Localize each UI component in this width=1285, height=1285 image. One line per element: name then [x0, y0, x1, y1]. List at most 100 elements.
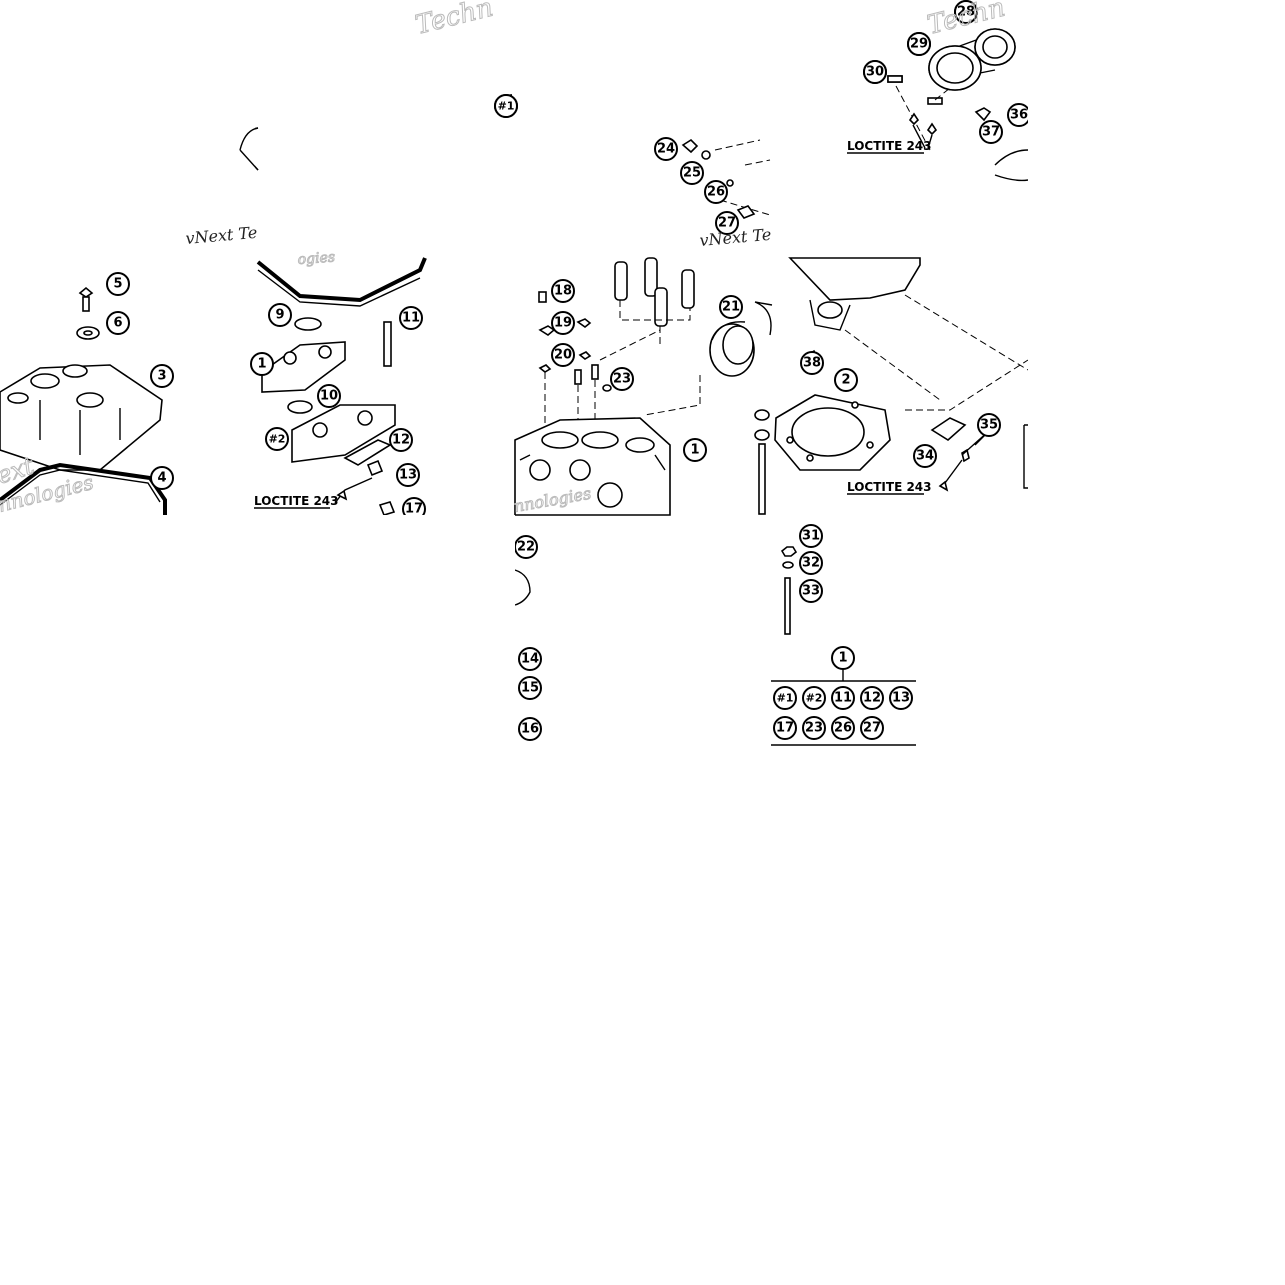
callout-15[interactable]: 15 [518, 676, 542, 700]
callout-18[interactable]: 18 [551, 279, 575, 303]
svg-text:5: 5 [113, 277, 122, 292]
callout-2[interactable]: 2 [834, 368, 858, 392]
callout-1-partial-left[interactable]: 1 [250, 352, 274, 376]
callout-33[interactable]: 33 [799, 579, 823, 603]
svg-text:34: 34 [916, 449, 934, 464]
kit-item[interactable]: 13 [889, 686, 913, 710]
svg-text:1: 1 [838, 651, 847, 666]
callout-10[interactable]: 10 [317, 384, 341, 408]
svg-text:11: 11 [402, 311, 420, 326]
kit-table: 1 #1 #2 11 12 13 17 23 26 27 [771, 646, 916, 746]
svg-text:vNext Te: vNext Te [699, 225, 772, 250]
callout-13[interactable]: 13 [396, 463, 420, 487]
callout-3[interactable]: 3 [150, 364, 174, 388]
kit-item[interactable]: 11 [831, 686, 855, 710]
svg-text:20: 20 [554, 348, 572, 363]
svg-text:12: 12 [392, 433, 410, 448]
kit-item[interactable]: #2 [802, 686, 826, 710]
svg-text:18: 18 [554, 284, 572, 299]
callout-1-partial-top-b[interactable]: #1 [494, 94, 518, 118]
callout-25[interactable]: 25 [680, 161, 704, 185]
svg-text:#1: #1 [498, 100, 515, 113]
callout-5[interactable]: 5 [106, 272, 130, 296]
callout-bubbles: 5 6 3 4 9 10 11 12 13 17 #2 18 19 20 23 … [106, 0, 1031, 741]
callout-20[interactable]: 20 [551, 343, 575, 367]
callout-22[interactable]: 22 [514, 535, 538, 559]
svg-text:33: 33 [802, 584, 820, 599]
svg-text:37: 37 [982, 125, 1000, 140]
svg-text:10: 10 [320, 389, 338, 404]
bridge-2-part [291, 404, 396, 463]
callout-14[interactable]: 14 [518, 647, 542, 671]
callout-24[interactable]: 24 [654, 137, 678, 161]
kit-item[interactable]: #1 [773, 686, 797, 710]
callout-bridge-2[interactable]: #2 [265, 427, 289, 451]
callout-11[interactable]: 11 [399, 306, 423, 330]
svg-text:29: 29 [910, 37, 928, 52]
svg-text:21: 21 [722, 300, 740, 315]
callout-30-b[interactable]: 30 [863, 60, 887, 84]
svg-text:22: 22 [517, 540, 535, 555]
svg-text:27: 27 [863, 721, 881, 736]
callout-9[interactable]: 9 [268, 303, 292, 327]
svg-text:ogies: ogies [297, 249, 335, 268]
plug-37-part [974, 107, 992, 122]
callout-38[interactable]: 38 [800, 351, 824, 375]
callout-26[interactable]: 26 [704, 180, 728, 204]
callout-19[interactable]: 19 [551, 311, 575, 335]
kit-item[interactable]: 12 [860, 686, 884, 710]
kit-table-row-2: 17 23 26 27 [773, 716, 884, 740]
callout-34[interactable]: 34 [913, 444, 937, 468]
svg-text:17: 17 [776, 721, 794, 736]
tile-cam-bridges [239, 127, 427, 516]
svg-text:6: 6 [113, 316, 122, 331]
svg-text:23: 23 [613, 372, 631, 387]
stud-33-part [784, 577, 791, 635]
kit-item[interactable]: 23 [802, 716, 826, 740]
svg-text:4: 4 [157, 471, 166, 486]
intake-boot-21-part [709, 321, 755, 377]
callout-23[interactable]: 23 [610, 367, 634, 391]
callout-28-b[interactable]: 28 [954, 0, 978, 24]
callout-32[interactable]: 32 [799, 551, 823, 575]
loctite-label-flange: LOCTITE 243 [847, 139, 932, 153]
kit-item[interactable]: 26 [831, 716, 855, 740]
svg-text:36: 36 [1010, 108, 1028, 123]
svg-text:15: 15 [521, 681, 539, 696]
callout-37[interactable]: 37 [979, 120, 1003, 144]
callout-21[interactable]: 21 [719, 295, 743, 319]
oring-10-part [287, 400, 313, 414]
kit-table-header[interactable]: 1 [831, 646, 855, 670]
kit-item[interactable]: 27 [860, 716, 884, 740]
svg-text:19: 19 [554, 316, 572, 331]
bolt-5-part [78, 286, 94, 312]
plate-12-part [343, 439, 392, 466]
callout-29-b[interactable]: 29 [907, 32, 931, 56]
svg-text:2: 2 [841, 373, 850, 388]
cylinder-head-1-part [514, 417, 671, 516]
callout-1-head[interactable]: 1 [683, 438, 707, 462]
svg-text:30: 30 [866, 65, 884, 80]
callout-6[interactable]: 6 [106, 311, 130, 335]
kit-item[interactable]: 17 [773, 716, 797, 740]
callout-16[interactable]: 16 [518, 717, 542, 741]
svg-text:1: 1 [690, 443, 699, 458]
svg-text:16: 16 [521, 722, 539, 737]
callout-36[interactable]: 36 [1007, 103, 1031, 127]
plug-24-part [681, 138, 699, 154]
svg-text:17: 17 [405, 502, 423, 517]
svg-text:25: 25 [683, 166, 701, 181]
cover-34-part [930, 417, 967, 441]
svg-text:#2: #2 [806, 692, 823, 705]
svg-text:24: 24 [657, 142, 675, 157]
callout-35[interactable]: 35 [977, 413, 1001, 437]
callout-12[interactable]: 12 [389, 428, 413, 452]
callout-4[interactable]: 4 [150, 466, 174, 490]
gasket-4-part [0, 462, 167, 515]
tile-studs-bottom [514, 546, 798, 635]
callout-27[interactable]: 27 [715, 211, 739, 235]
svg-text:27: 27 [718, 216, 736, 231]
bolt-13-part [366, 459, 384, 477]
callout-31[interactable]: 31 [799, 524, 823, 548]
